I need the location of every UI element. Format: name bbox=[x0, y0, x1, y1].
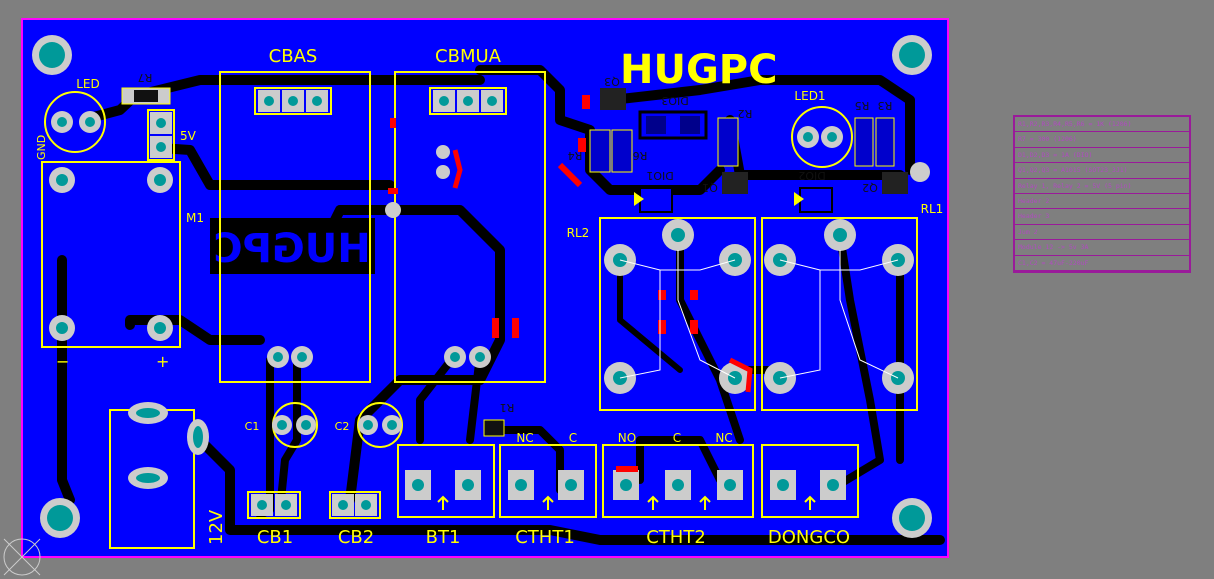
label-q3: Q3 bbox=[604, 75, 620, 88]
label-nc-2: NC bbox=[715, 431, 732, 445]
mounting-holes bbox=[32, 35, 932, 538]
label-r7: R7 bbox=[138, 71, 153, 84]
legend-row: Q1,Q2,Q3 = A1015 (SOT23_3J1) bbox=[1015, 163, 1189, 179]
label-r5: R5 bbox=[855, 99, 870, 112]
legend-row: Module 12 -> 5v 3A bbox=[1015, 240, 1189, 256]
label-cbmua: CBMUA bbox=[435, 46, 502, 67]
origin-marker bbox=[3, 538, 41, 576]
label-no: NO bbox=[618, 431, 636, 445]
label-rl1: RL1 bbox=[921, 202, 944, 216]
legend-row: R7 = 300 (1206) bbox=[1015, 132, 1189, 148]
label-12v: 12V bbox=[206, 509, 227, 545]
mirrored-logo-text: HUGPC bbox=[213, 226, 370, 272]
label-r4: R4 bbox=[568, 149, 583, 162]
label-led: LED bbox=[76, 77, 100, 91]
smd-parts bbox=[121, 87, 908, 437]
led-outline bbox=[44, 91, 106, 153]
bottom-logo-block bbox=[210, 218, 375, 274]
m1-outline bbox=[41, 161, 181, 348]
label-plus: + bbox=[156, 352, 169, 371]
label-minus: − bbox=[56, 352, 69, 371]
bom-legend: R1,R2,R3,R4,R5,R6 = 1K (1206) R7 = 300 (… bbox=[1013, 115, 1191, 273]
label-led1: LED1 bbox=[794, 89, 825, 103]
cbas-outline bbox=[219, 71, 371, 383]
label-c-1: C bbox=[569, 431, 577, 445]
label-cbas: CBAS bbox=[269, 46, 318, 67]
legend-row: Header 3 bbox=[1015, 209, 1189, 225]
board-title: HUGPC bbox=[620, 47, 777, 93]
label-c2: C2 bbox=[335, 420, 350, 433]
ctht2-outline bbox=[602, 444, 754, 518]
rl2-outline bbox=[599, 217, 756, 411]
label-dongco: DONGCO bbox=[768, 527, 850, 548]
label-cb1: CB1 bbox=[257, 527, 293, 548]
label-q1: Q1 bbox=[702, 181, 718, 194]
label-ctht1: CTHT1 bbox=[515, 527, 575, 548]
led1-outline bbox=[791, 106, 853, 168]
label-rl2: RL2 bbox=[567, 226, 590, 240]
legend-row: Relay 1, Relay 2 = 5V (5 pin) bbox=[1015, 179, 1189, 194]
legend-row: C1,C2 = 47uF-220uF bbox=[1015, 256, 1189, 271]
label-r3: R3 bbox=[878, 99, 893, 112]
label-m1: M1 bbox=[186, 211, 204, 225]
ctht1-outline bbox=[499, 444, 597, 518]
label-gnd: GND bbox=[35, 135, 48, 160]
label-bt1: BT1 bbox=[426, 527, 461, 548]
cbmua-outline bbox=[394, 71, 546, 383]
pads bbox=[49, 90, 930, 516]
top-layer-pads bbox=[388, 95, 753, 472]
legend-row: Jum 2 bbox=[1015, 225, 1189, 241]
label-c1: C1 bbox=[245, 420, 260, 433]
label-dio3: DIO3 bbox=[661, 94, 688, 107]
label-dio2: DIO2 bbox=[798, 169, 825, 182]
label-r1: R1 bbox=[500, 401, 515, 414]
legend-row: D1,D2,D3 = 1A (DIO) bbox=[1015, 148, 1189, 164]
label-cb2: CB2 bbox=[338, 527, 374, 548]
legend-row: R1,R2,R3,R4,R5,R6 = 1K (1206) bbox=[1015, 117, 1189, 133]
label-q2: Q2 bbox=[862, 181, 878, 194]
label-dio1: DIO1 bbox=[646, 169, 673, 182]
label-5v: 5V bbox=[180, 129, 197, 143]
label-ctht2: CTHT2 bbox=[646, 527, 706, 548]
label-r2: R2 bbox=[738, 107, 753, 120]
bt1-outline bbox=[397, 444, 495, 518]
rl1-outline bbox=[761, 217, 918, 411]
label-nc-1: NC bbox=[516, 431, 533, 445]
dongco-outline bbox=[761, 444, 859, 518]
label-c-2: C bbox=[673, 431, 681, 445]
legend-row: Header 2 bbox=[1015, 194, 1189, 210]
label-r6: R6 bbox=[633, 149, 648, 162]
